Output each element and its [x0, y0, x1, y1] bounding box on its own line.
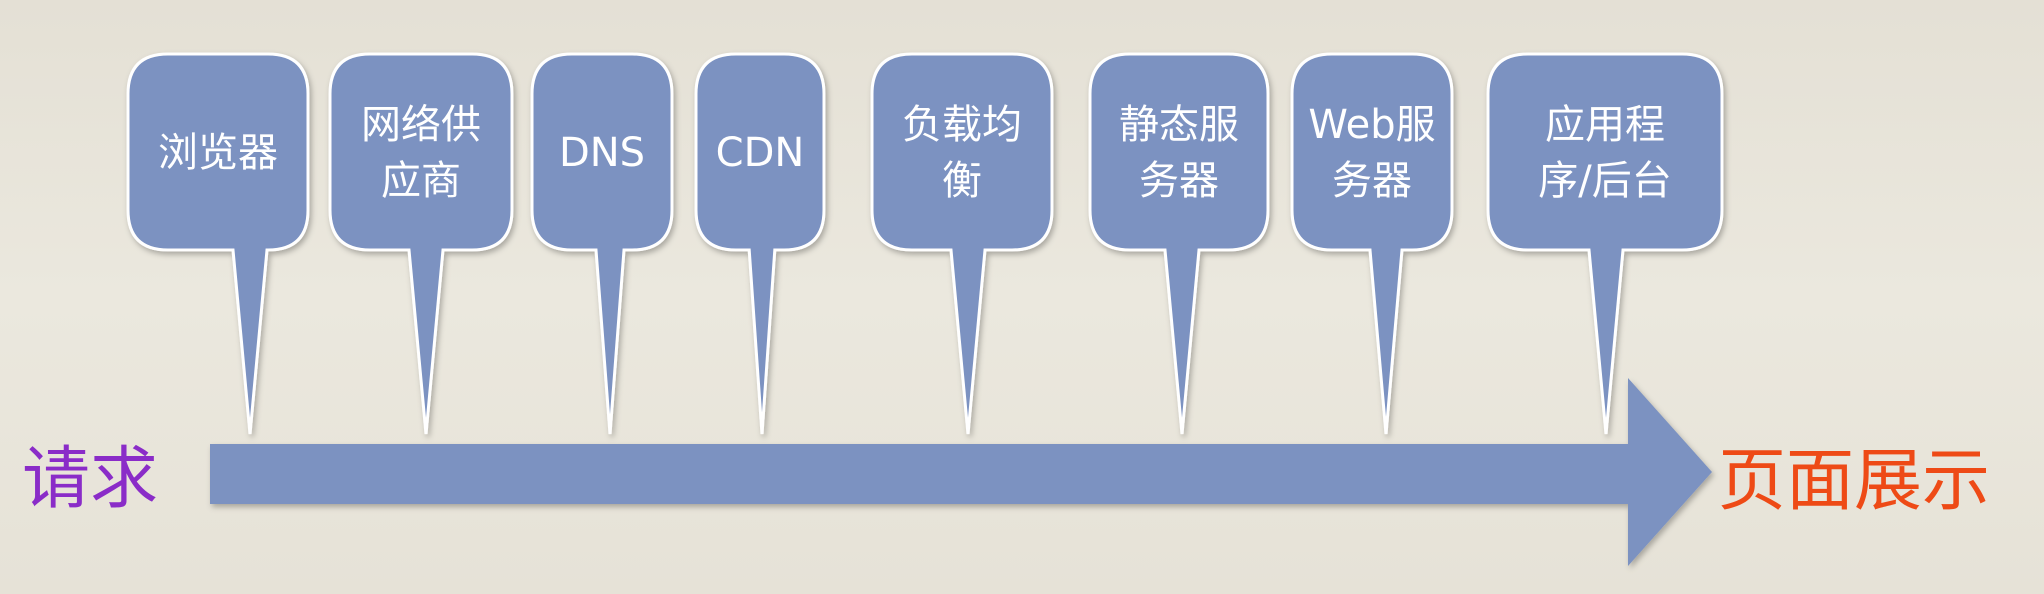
timeline-arrow: [210, 378, 1712, 566]
end-label: 页面展示: [1718, 442, 1990, 521]
stage-bubble-shape: [1486, 52, 1724, 435]
stage-bubble-shape: [1088, 52, 1270, 435]
stage-label: Web服: [1308, 102, 1435, 148]
stage-label: 静态服: [1119, 102, 1239, 148]
stage-bubble-shape: [126, 52, 310, 435]
stage-label: 网络供: [361, 102, 481, 148]
stage-bubble-shape: [694, 52, 826, 435]
stage-label: CDN: [716, 130, 805, 176]
stage-bubble-shape: [530, 52, 674, 435]
stage-bubble-shape: [870, 52, 1054, 435]
stage-bubble-shape: [1290, 52, 1454, 435]
stage-bubble: 浏览器: [126, 52, 310, 435]
stage-label: 浏览器: [158, 130, 278, 176]
stage-label: 衡: [942, 158, 982, 204]
stage-label: 务器: [1332, 158, 1412, 204]
stage-bubble-shape: [328, 52, 514, 435]
stage-label: 应用程: [1545, 102, 1665, 148]
stage-label: 序/后台: [1538, 158, 1671, 204]
stage-label: 务器: [1139, 158, 1219, 204]
stage-bubble: CDN: [694, 52, 826, 435]
stage-label: DNS: [559, 130, 645, 176]
stage-bubble: DNS: [530, 52, 674, 435]
stage-label: 应商: [381, 158, 461, 204]
start-label: 请求: [22, 440, 158, 519]
stage-label: 负载均: [902, 102, 1022, 148]
